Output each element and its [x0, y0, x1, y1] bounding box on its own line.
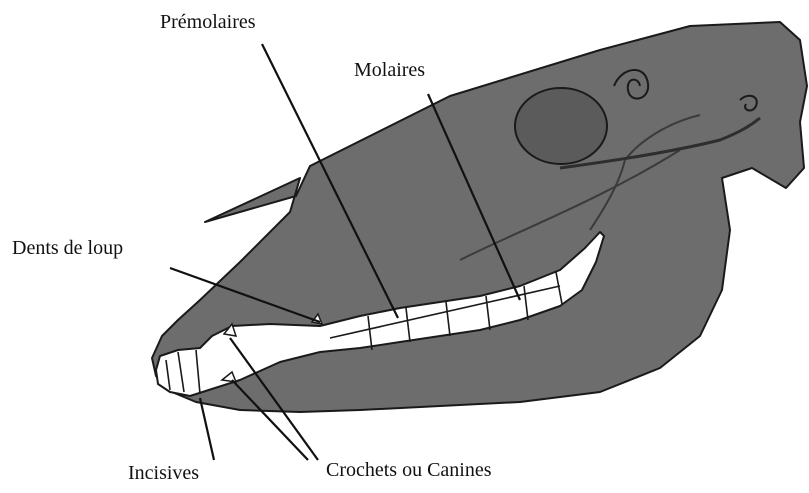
label-incisives: Incisives	[128, 463, 199, 483]
label-molaires: Molaires	[354, 60, 425, 80]
label-dents-de-loup: Dents de loup	[12, 238, 123, 258]
eye-orbit	[515, 88, 607, 164]
label-crochets-canines: Crochets ou Canines	[326, 460, 492, 480]
leader-incisives	[200, 398, 214, 460]
label-premolaires: Prémolaires	[160, 12, 256, 32]
